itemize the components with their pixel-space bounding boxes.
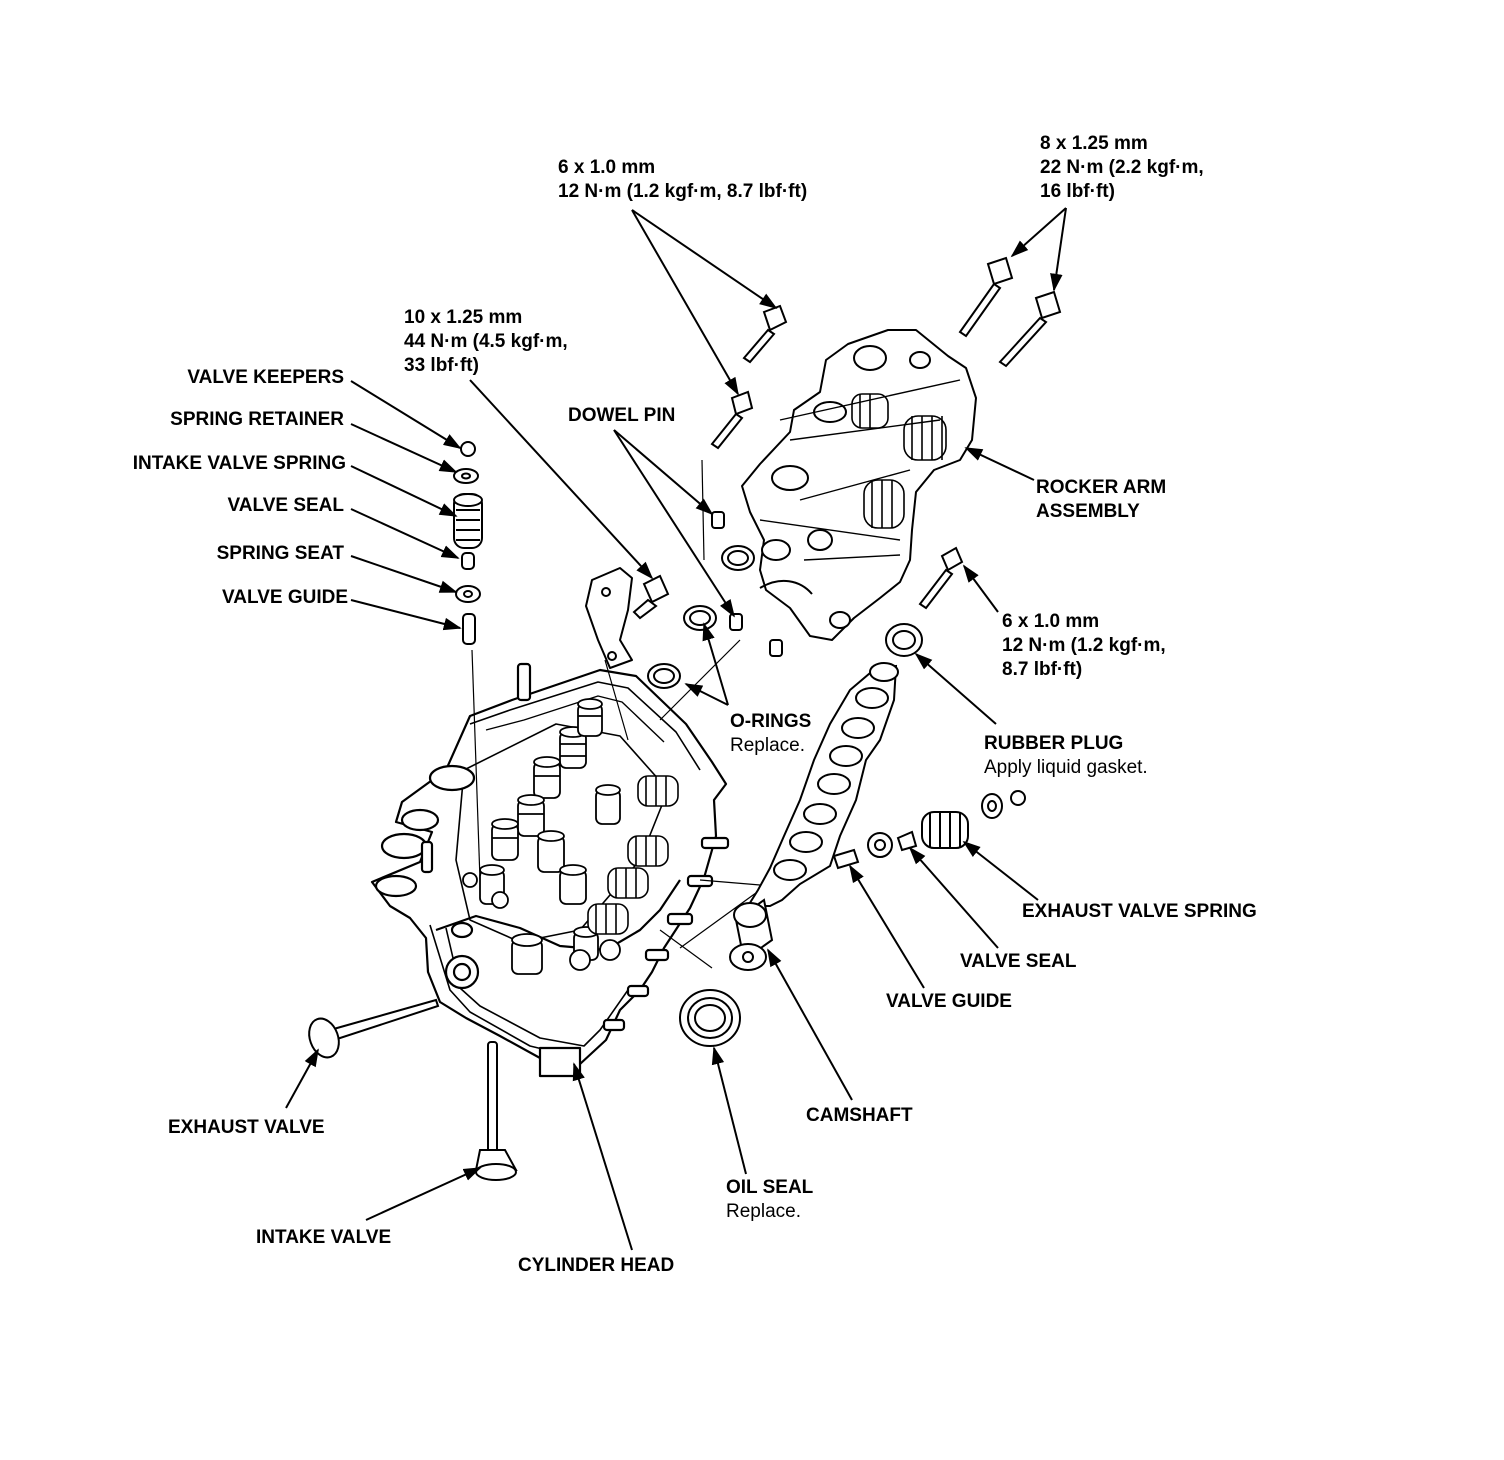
bolt-6mm-top-size: 6 x 1.0 mm xyxy=(558,157,656,178)
label-o-rings: O-RINGS Replace. xyxy=(730,710,811,758)
bolt-8mm-size: 8 x 1.25 mm xyxy=(1040,133,1148,154)
label-rocker-arm-assembly: ROCKER ARM ASSEMBLY xyxy=(1036,476,1166,524)
o-rings-text: O-RINGS xyxy=(730,711,812,732)
bolt-10mm-torque-2: 33 lbf·ft) xyxy=(404,355,479,376)
cylinder-head-text: CYLINDER HEAD xyxy=(518,1255,675,1276)
dowel-pin-text: DOWEL PIN xyxy=(568,405,676,426)
head-bracket xyxy=(585,567,633,669)
bolt-8mm-torque-1: 22 N·m (2.2 kgf·m, xyxy=(1040,157,1204,178)
label-oil-seal: OIL SEAL Replace. xyxy=(726,1176,813,1224)
valve-seal-left-text: VALVE SEAL xyxy=(227,495,344,516)
label-cylinder-head: CYLINDER HEAD xyxy=(518,1254,674,1278)
oil-seal-text: OIL SEAL xyxy=(726,1177,814,1198)
head-valve-springs xyxy=(462,698,679,975)
label-exhaust-valve-spring: EXHAUST VALVE SPRING xyxy=(1022,900,1257,924)
camshaft-text: CAMSHAFT xyxy=(806,1105,913,1126)
rubber-plug-part xyxy=(885,623,923,657)
label-spring-retainer: SPRING RETAINER xyxy=(120,408,344,432)
intake-valve-text: INTAKE VALVE xyxy=(256,1227,392,1248)
spec-bolt-6mm-top: 6 x 1.0 mm 12 N·m (1.2 kgf·m, 8.7 lbf·ft… xyxy=(558,156,807,204)
bolt-8mm-torque-2: 16 lbf·ft) xyxy=(1040,181,1115,202)
label-valve-keepers: VALVE KEEPERS xyxy=(140,366,344,390)
label-intake-valve: INTAKE VALVE xyxy=(256,1226,391,1250)
spring-retainer-text: SPRING RETAINER xyxy=(170,409,344,430)
spring-seat-text: SPRING SEAT xyxy=(216,543,344,564)
bolt-10mm-size: 10 x 1.25 mm xyxy=(404,307,523,328)
bolt-6mm-top-torque: 12 N·m (1.2 kgf·m, 8.7 lbf·ft) xyxy=(558,181,808,202)
label-valve-guide-right: VALVE GUIDE xyxy=(886,990,1012,1014)
label-dowel-pin: DOWEL PIN xyxy=(568,404,675,428)
bolt-6mm-right-torque-2: 8.7 lbf·ft) xyxy=(1002,659,1083,680)
bolt-6mm-right-torque-1: 12 N·m (1.2 kgf·m, xyxy=(1002,635,1166,656)
valve-guide-left-text: VALVE GUIDE xyxy=(222,587,348,608)
label-spring-seat: SPRING SEAT xyxy=(140,542,344,566)
bolt-6mm-right-size: 6 x 1.0 mm xyxy=(1002,611,1100,632)
oil-seal-note: Replace. xyxy=(726,1201,801,1222)
spec-bolt-6mm-right: 6 x 1.0 mm 12 N·m (1.2 kgf·m, 8.7 lbf·ft… xyxy=(1002,610,1166,682)
bolt-10mm xyxy=(632,574,670,620)
label-exhaust-valve: EXHAUST VALVE xyxy=(168,1116,325,1140)
rocker-arm-assembly xyxy=(741,329,977,641)
intake-valve-part xyxy=(474,1041,518,1181)
rocker-arm-text-2: ASSEMBLY xyxy=(1036,501,1140,522)
guide-lines xyxy=(471,459,761,969)
spec-bolt-8mm: 8 x 1.25 mm 22 N·m (2.2 kgf·m, 16 lbf·ft… xyxy=(1040,132,1204,204)
label-intake-valve-spring: INTAKE VALVE SPRING xyxy=(80,452,346,476)
valve-seal-right-text: VALVE SEAL xyxy=(960,951,1077,972)
camshaft-part xyxy=(729,662,899,971)
rocker-bolts-8mm xyxy=(958,256,1062,368)
rubber-plug-note: Apply liquid gasket. xyxy=(984,757,1148,778)
oil-seal-part xyxy=(679,989,741,1047)
label-rubber-plug: RUBBER PLUG Apply liquid gasket. xyxy=(984,732,1148,780)
label-valve-seal-left: VALVE SEAL xyxy=(140,494,344,518)
label-valve-seal-right: VALVE SEAL xyxy=(960,950,1076,974)
exhaust-valve-text: EXHAUST VALVE xyxy=(168,1117,325,1138)
exhaust-valve-spring-text: EXHAUST VALVE SPRING xyxy=(1022,901,1257,922)
label-camshaft: CAMSHAFT xyxy=(806,1104,913,1128)
leader-arrows xyxy=(285,207,1067,1251)
spec-bolt-10mm: 10 x 1.25 mm 44 N·m (4.5 kgf·m, 33 lbf·f… xyxy=(404,306,568,378)
intake-valve-stack xyxy=(453,441,483,645)
exhaust-valve-part xyxy=(308,998,440,1059)
rubber-plug-text: RUBBER PLUG xyxy=(984,733,1124,754)
valve-keepers-text: VALVE KEEPERS xyxy=(187,367,344,388)
dowel-pins-o-rings xyxy=(647,511,783,689)
valve-guide-right-text: VALVE GUIDE xyxy=(886,991,1012,1012)
intake-valve-spring-text: INTAKE VALVE SPRING xyxy=(132,453,346,474)
rocker-arm-text-1: ROCKER ARM xyxy=(1036,477,1167,498)
exhaust-valve-stack xyxy=(832,790,1026,870)
bolt-10mm-torque-1: 44 N·m (4.5 kgf·m, xyxy=(404,331,568,352)
o-rings-note: Replace. xyxy=(730,735,805,756)
label-valve-guide-left: VALVE GUIDE xyxy=(140,586,348,610)
